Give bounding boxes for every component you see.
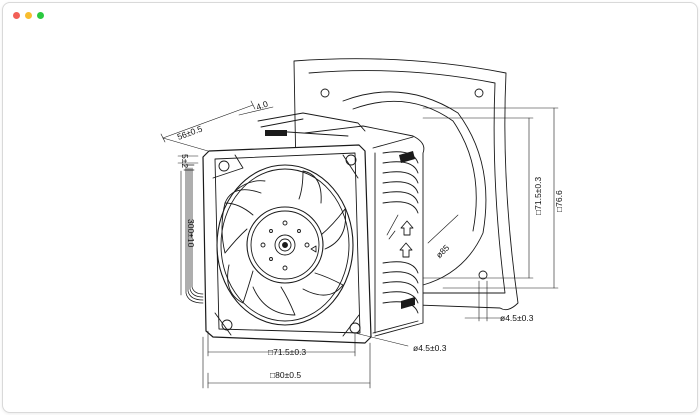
dim-cable-length: 300±10 (186, 219, 196, 248)
dim-hole-spacing-front: □71.5±0.3 (268, 347, 306, 357)
dim-body-side: □76.6 (554, 190, 564, 212)
dim-depth: 56±0.5 (176, 123, 204, 141)
dim-hole-dia-rear: ø4.5±0.3 (500, 313, 534, 323)
close-window-button[interactable] (13, 12, 20, 19)
fan-technical-drawing: 56±0.5 4.0 5±2 300±10 □71.5±0.3 □80±0.5 … (160, 58, 564, 389)
lead-wires (183, 164, 204, 304)
impeller (221, 170, 347, 316)
zoom-window-button[interactable] (37, 12, 44, 19)
title-bar (3, 3, 697, 29)
dimension-lines (160, 100, 559, 389)
front-mount-hole-top-left (218, 160, 230, 172)
airflow-arrow-icon (400, 220, 414, 236)
minimize-window-button[interactable] (25, 12, 32, 19)
motor-hub (246, 206, 324, 284)
venturi-ring (216, 164, 354, 326)
dim-cable-strip: 5±2 (180, 154, 190, 168)
rear-mount-hole-bottom-right (478, 270, 488, 280)
dim-hole-dia-front: ø4.5±0.3 (413, 343, 447, 353)
rotation-arrow-icon (399, 242, 413, 258)
rear-mount-hole-top-right (474, 88, 484, 98)
rear-venturi (342, 91, 487, 286)
dim-frame-size-front: □80±0.5 (270, 370, 301, 380)
rear-mount-hole-top-left (320, 88, 330, 98)
dim-flange: 4.0 (255, 99, 270, 113)
dim-hole-spacing-side: □71.5±0.3 (533, 177, 543, 215)
